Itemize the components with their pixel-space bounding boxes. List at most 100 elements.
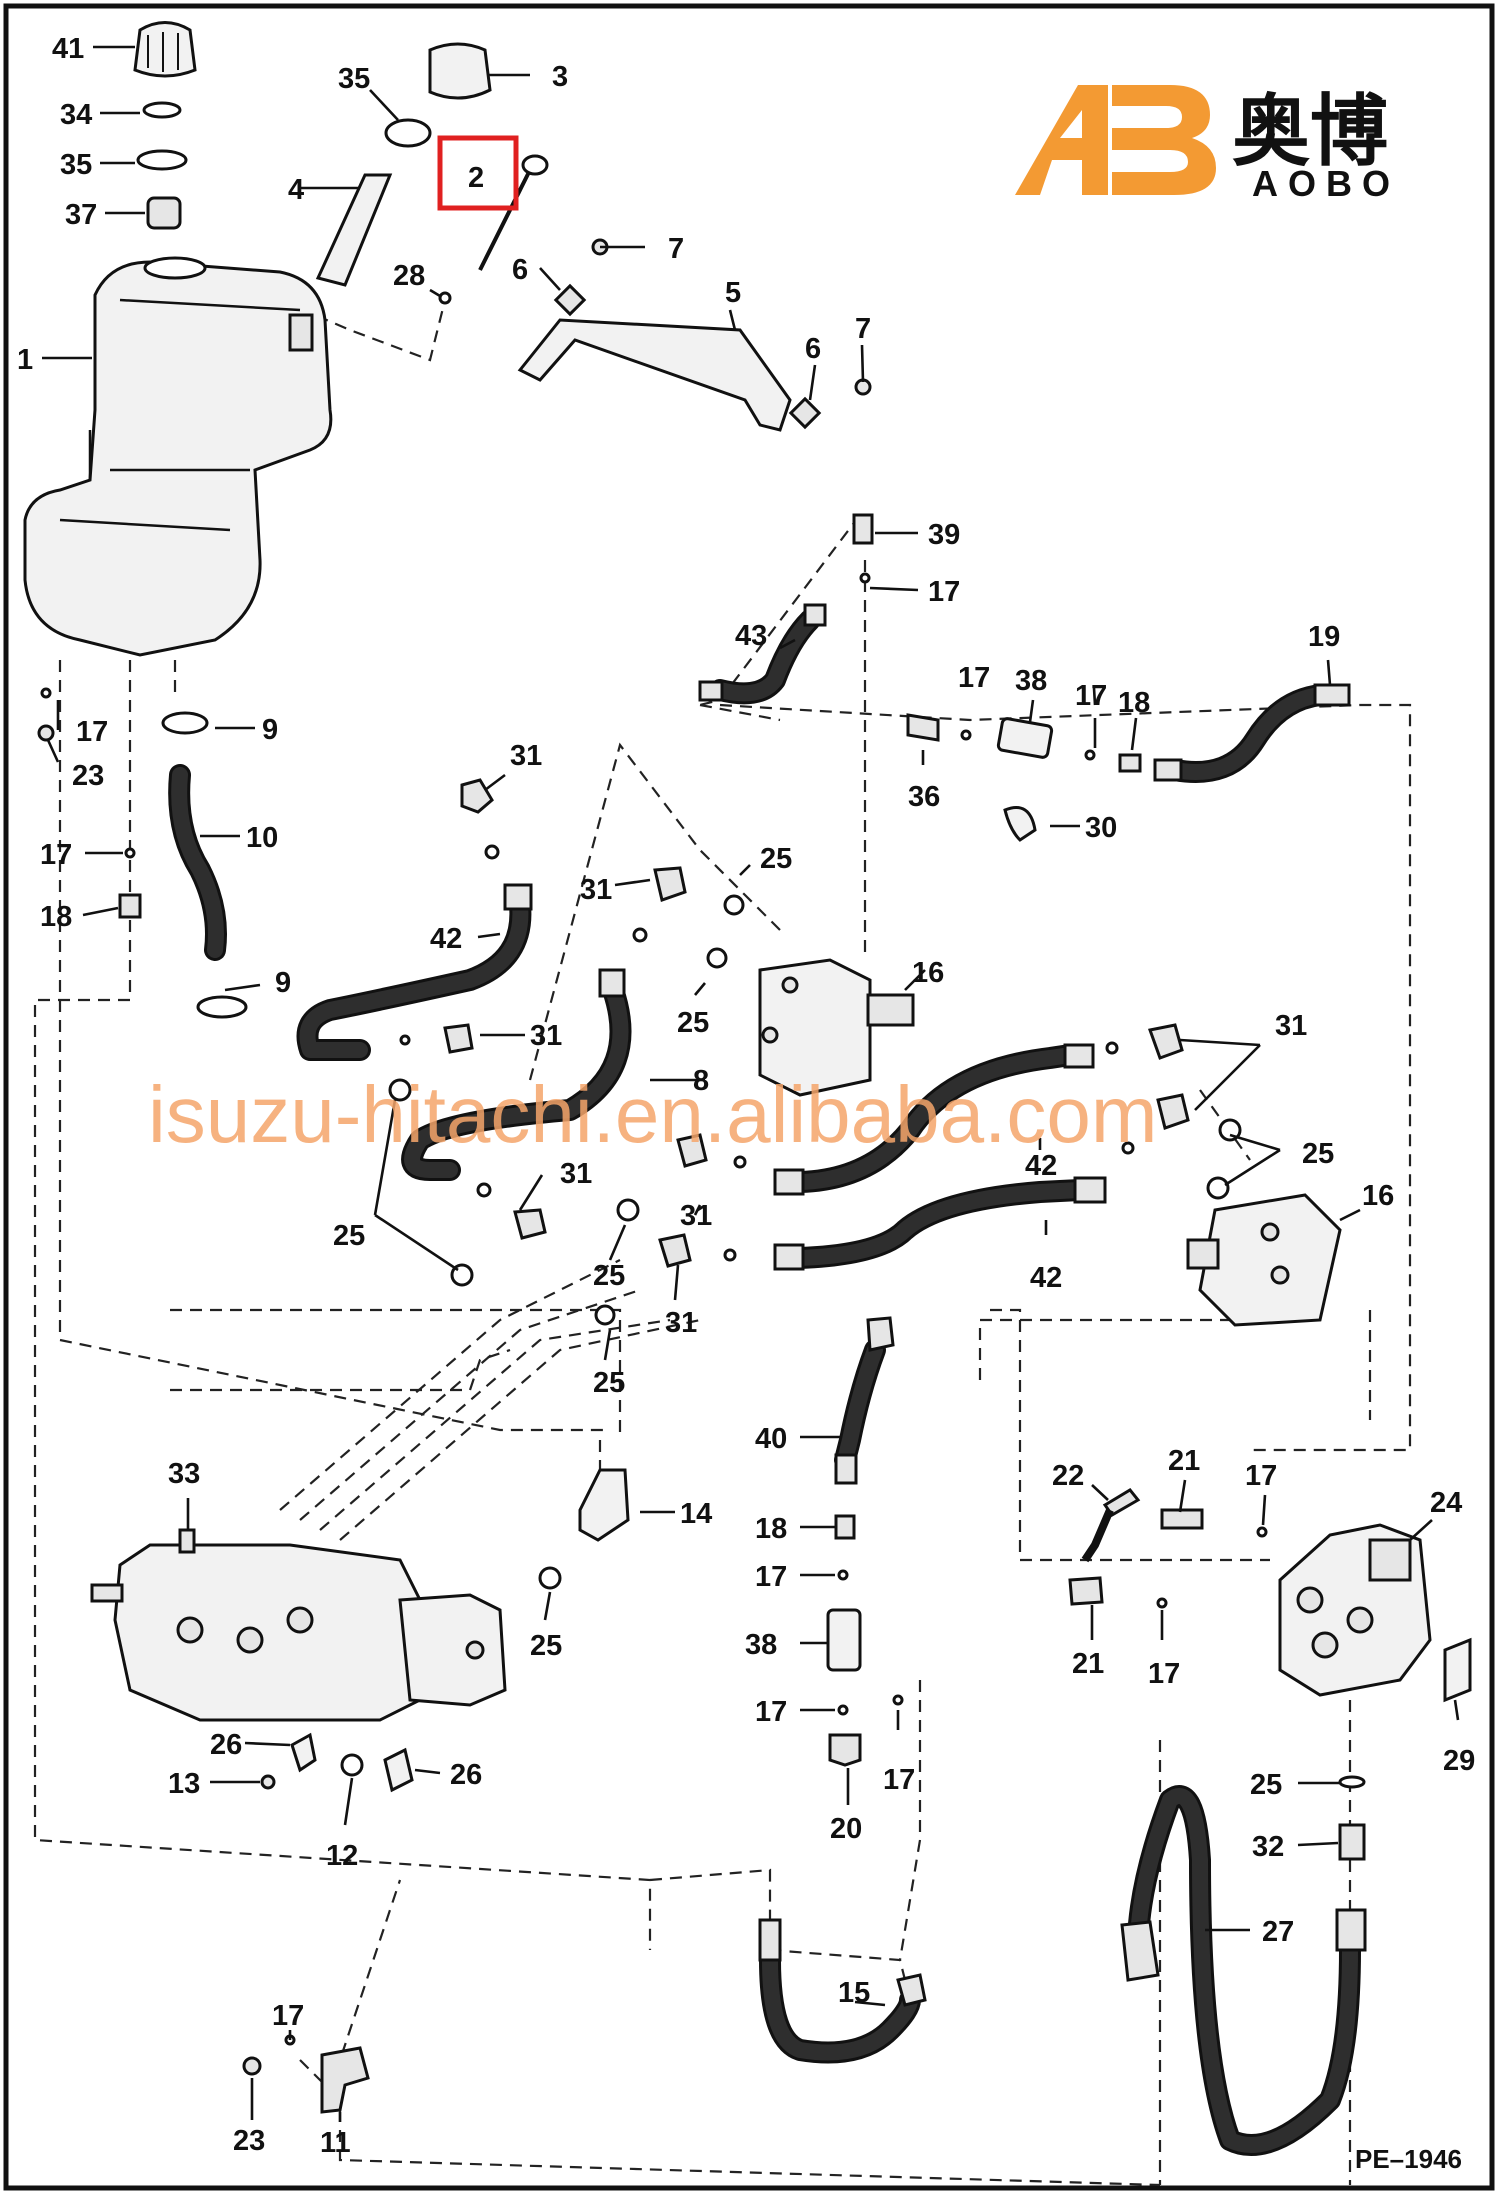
ring-part-28 xyxy=(438,291,452,305)
breather-cap-part-41 xyxy=(133,21,197,78)
flange-part-26-right xyxy=(383,1747,414,1793)
part-label-7: 7 xyxy=(668,233,684,265)
pump-33-gear-section xyxy=(398,1593,507,1707)
part-label-17: 17 xyxy=(928,576,960,608)
part-label-15: 15 xyxy=(838,1977,870,2009)
valve-24-port-c xyxy=(1346,1606,1374,1634)
pump-33-top-fitting xyxy=(178,1528,196,1554)
part-label-8: 8 xyxy=(693,1065,709,1097)
plug-part-23-bottom xyxy=(242,2056,262,2076)
hydraulic-tank-part-1 xyxy=(23,256,333,657)
hose-40-bottom-fitting xyxy=(834,1453,858,1485)
pump-33-body xyxy=(113,1543,422,1722)
valve-24-port-b xyxy=(1311,1631,1339,1659)
logo-letter-b xyxy=(1112,85,1216,195)
fitting-part-32 xyxy=(1338,1823,1366,1861)
oring-17-center-a xyxy=(837,1569,849,1581)
part-label-17: 17 xyxy=(1245,1460,1277,1492)
elbow-part-31-b xyxy=(443,1023,474,1054)
part-label-2: 2 xyxy=(468,162,484,194)
dash-left-tank xyxy=(58,660,610,1432)
oring-17-e xyxy=(1105,1041,1119,1055)
part-label-26: 26 xyxy=(450,1759,482,1791)
part-label-36: 36 xyxy=(908,781,940,813)
motor-16-bottom-body xyxy=(1198,1193,1342,1327)
elbow-part-31-d xyxy=(513,1208,547,1240)
oring-part-12 xyxy=(340,1753,364,1777)
hose-part-8-core xyxy=(404,982,629,1178)
leaders-tank xyxy=(42,45,145,360)
part-label-42: 42 xyxy=(1025,1150,1057,1182)
clamp-part-9-bottom xyxy=(196,995,248,1019)
motor-16-bottom-port-a xyxy=(1260,1222,1280,1242)
part-label-28: 28 xyxy=(393,260,425,292)
pump-33-port-d xyxy=(465,1640,485,1660)
part-label-23: 23 xyxy=(72,760,104,792)
part-label-17: 17 xyxy=(755,1561,787,1593)
part-label-25: 25 xyxy=(333,1220,365,1252)
part-label-42: 42 xyxy=(1030,1262,1062,1294)
fitting-part-21-top xyxy=(1160,1508,1204,1530)
fitting-part-36 xyxy=(906,713,940,742)
clamp-part-9-top xyxy=(161,711,209,735)
filter-part-38-center xyxy=(826,1608,862,1672)
part-label-17: 17 xyxy=(40,839,72,871)
hose-42c-start xyxy=(773,1243,805,1271)
fitting-part-18-top xyxy=(1118,753,1142,773)
suction-hose-part-10-core xyxy=(171,767,224,958)
tube-part-22 xyxy=(1081,1508,1114,1563)
tank-side-port xyxy=(288,313,314,352)
motor-part-16-bottom xyxy=(1186,1193,1342,1327)
oring-17-right-a xyxy=(1256,1526,1268,1538)
oring-25-j xyxy=(538,1566,562,1590)
dash-20-down xyxy=(898,1680,922,1961)
part-label-31: 31 xyxy=(665,1307,697,1339)
part-label-31: 31 xyxy=(1275,1010,1307,1042)
part-label-33: 33 xyxy=(168,1458,200,1490)
part-label-31: 31 xyxy=(580,874,612,906)
hose-part-42-b-core xyxy=(792,1047,1078,1190)
oring-part-17-b xyxy=(960,729,972,741)
hose-42c-end xyxy=(1073,1176,1107,1204)
dash-39-down xyxy=(699,514,861,707)
logo-letter-a xyxy=(1015,85,1108,195)
part-label-39: 39 xyxy=(928,519,960,551)
bracket-part-5 xyxy=(517,318,792,432)
part-label-17: 17 xyxy=(755,1696,787,1728)
part-label-5: 5 xyxy=(725,277,741,309)
part-label-31: 31 xyxy=(560,1158,592,1190)
oring-part-17-c xyxy=(1084,749,1096,761)
hose-42a-fitting xyxy=(503,883,533,911)
hose-part-27-core xyxy=(1130,1788,1358,2153)
valve-24-top-block xyxy=(1368,1538,1412,1582)
part-label-38: 38 xyxy=(1015,665,1047,697)
pump-33-port-a xyxy=(176,1616,204,1644)
dash-motor2-down xyxy=(978,1210,1242,1380)
part-label-9: 9 xyxy=(262,714,278,746)
oring-part-17-far-left xyxy=(40,687,52,699)
tee-part-21-bottom xyxy=(1068,1576,1104,1606)
part-label-6: 6 xyxy=(512,254,528,286)
hose-27-left-fitting xyxy=(1120,1920,1160,1982)
hose-part-43-core xyxy=(712,612,818,702)
part-label-25: 25 xyxy=(593,1260,625,1292)
hose-part-40-core xyxy=(837,1342,883,1468)
part-label-18: 18 xyxy=(1118,687,1150,719)
dash-left-outer xyxy=(33,660,652,1950)
part-label-17: 17 xyxy=(76,716,108,748)
part-label-17: 17 xyxy=(1148,1658,1180,1690)
part-label-40: 40 xyxy=(755,1423,787,1455)
plug-part-23-top xyxy=(37,724,55,742)
part-label-41: 41 xyxy=(52,33,84,65)
hose-19-start-fitting xyxy=(1153,758,1183,782)
part-label-25: 25 xyxy=(1250,1769,1282,1801)
oring-17-right-b xyxy=(1156,1597,1168,1609)
leaders-filler xyxy=(300,73,530,298)
washer-part-34 xyxy=(142,101,182,119)
part-label-30: 30 xyxy=(1085,812,1117,844)
part-label-27: 27 xyxy=(1262,1916,1294,1948)
fitting-part-18-left xyxy=(118,893,142,919)
part-label-18: 18 xyxy=(755,1513,787,1545)
oring-17-c xyxy=(632,927,648,943)
